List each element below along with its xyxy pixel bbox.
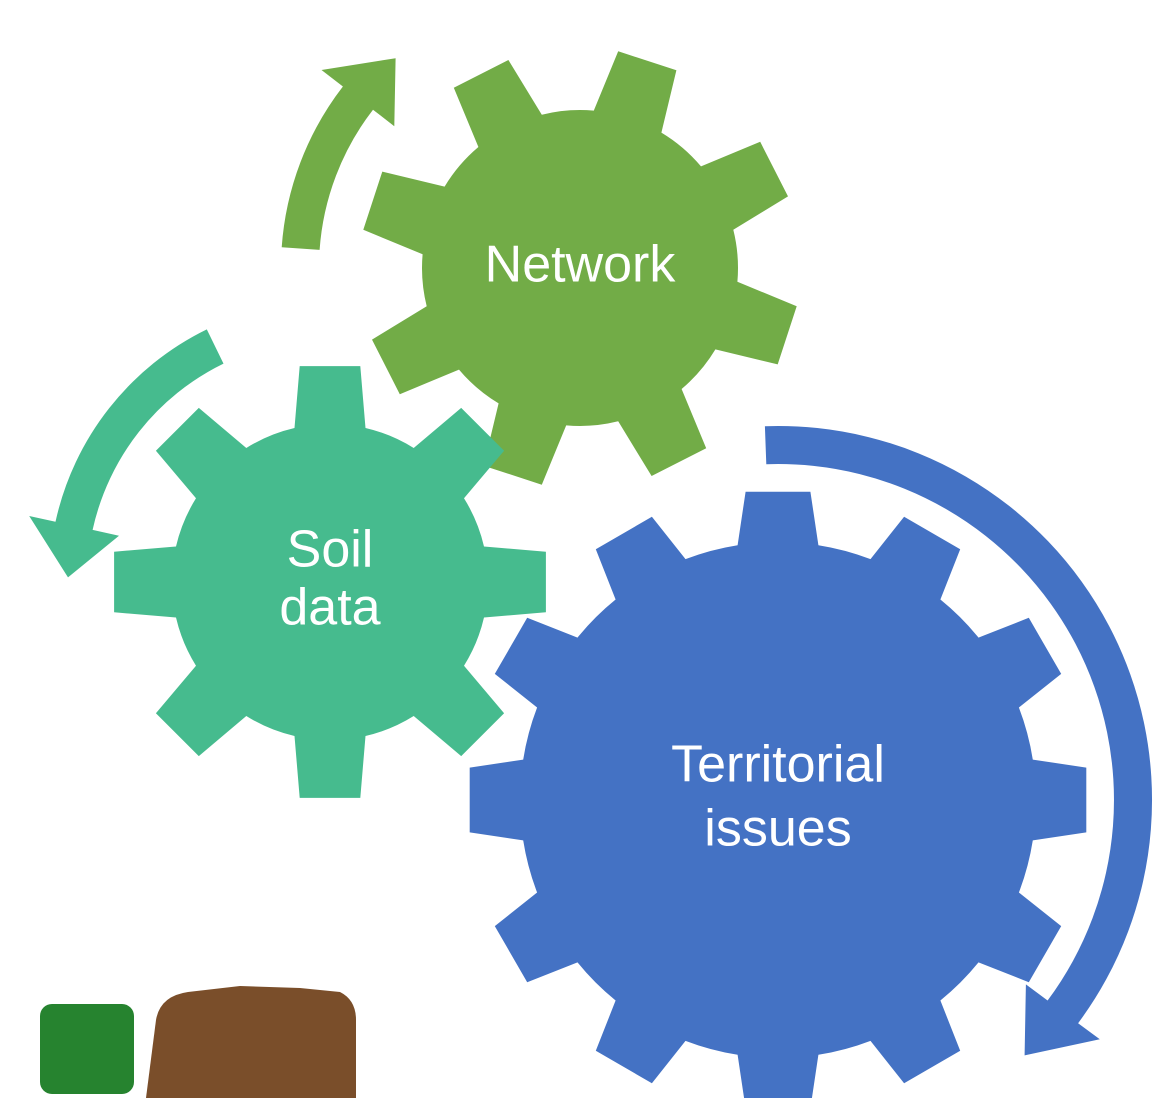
soil-data-gear-shape <box>114 366 546 798</box>
territorial-issues-label-line: Territorial <box>671 736 885 794</box>
territorial-issues-gear: Territorial issues <box>469 491 1087 1098</box>
territorial-issues-arrow <box>764 425 1153 1056</box>
soil-data-label-line: data <box>279 579 380 637</box>
network-arrow <box>281 58 396 250</box>
soil-data-arrow <box>29 329 224 578</box>
logo-green-square <box>40 1004 134 1094</box>
network-label-line: Network <box>485 236 677 294</box>
territorial-issues-gear-shape <box>469 491 1087 1098</box>
network-gear: Network <box>363 51 797 485</box>
logo <box>40 986 356 1098</box>
soil-data-label-line: Soil <box>287 521 374 579</box>
territorial-issues-label-line: issues <box>704 800 851 858</box>
arrows-layer <box>29 58 1153 1056</box>
network-gear-shape <box>363 51 797 485</box>
logo-brown-block <box>146 986 356 1098</box>
